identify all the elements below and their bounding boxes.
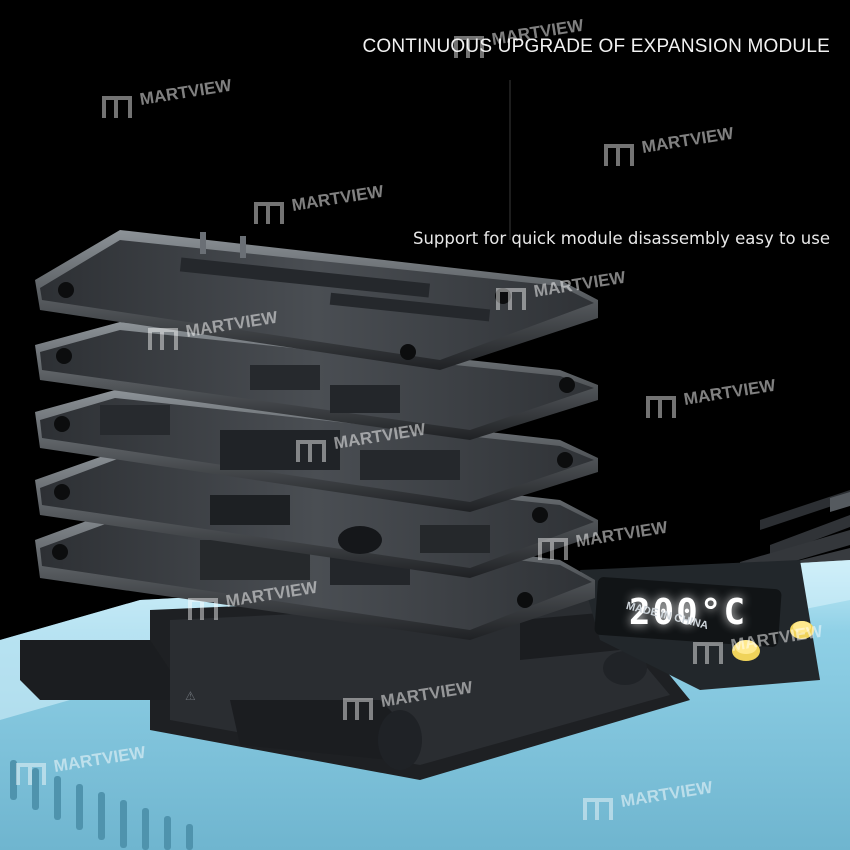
- watermark-logos: [16, 36, 723, 820]
- heating-base: ⚠: [0, 560, 850, 850]
- module-plate-2: [35, 322, 598, 440]
- headline: CONTINUOUS UPGRADE OF EXPANSION MODULE: [362, 36, 830, 57]
- module-plate-3: [35, 390, 598, 512]
- temperature-display: 200°C: [628, 591, 748, 633]
- module-plate-1: [35, 230, 598, 370]
- module-plate-4: [35, 450, 598, 578]
- module-plates: [35, 230, 598, 640]
- svg-text:⚠: ⚠: [185, 689, 196, 703]
- module-plate-5: [35, 505, 595, 640]
- subheadline: Support for quick module disassembly eas…: [412, 229, 830, 248]
